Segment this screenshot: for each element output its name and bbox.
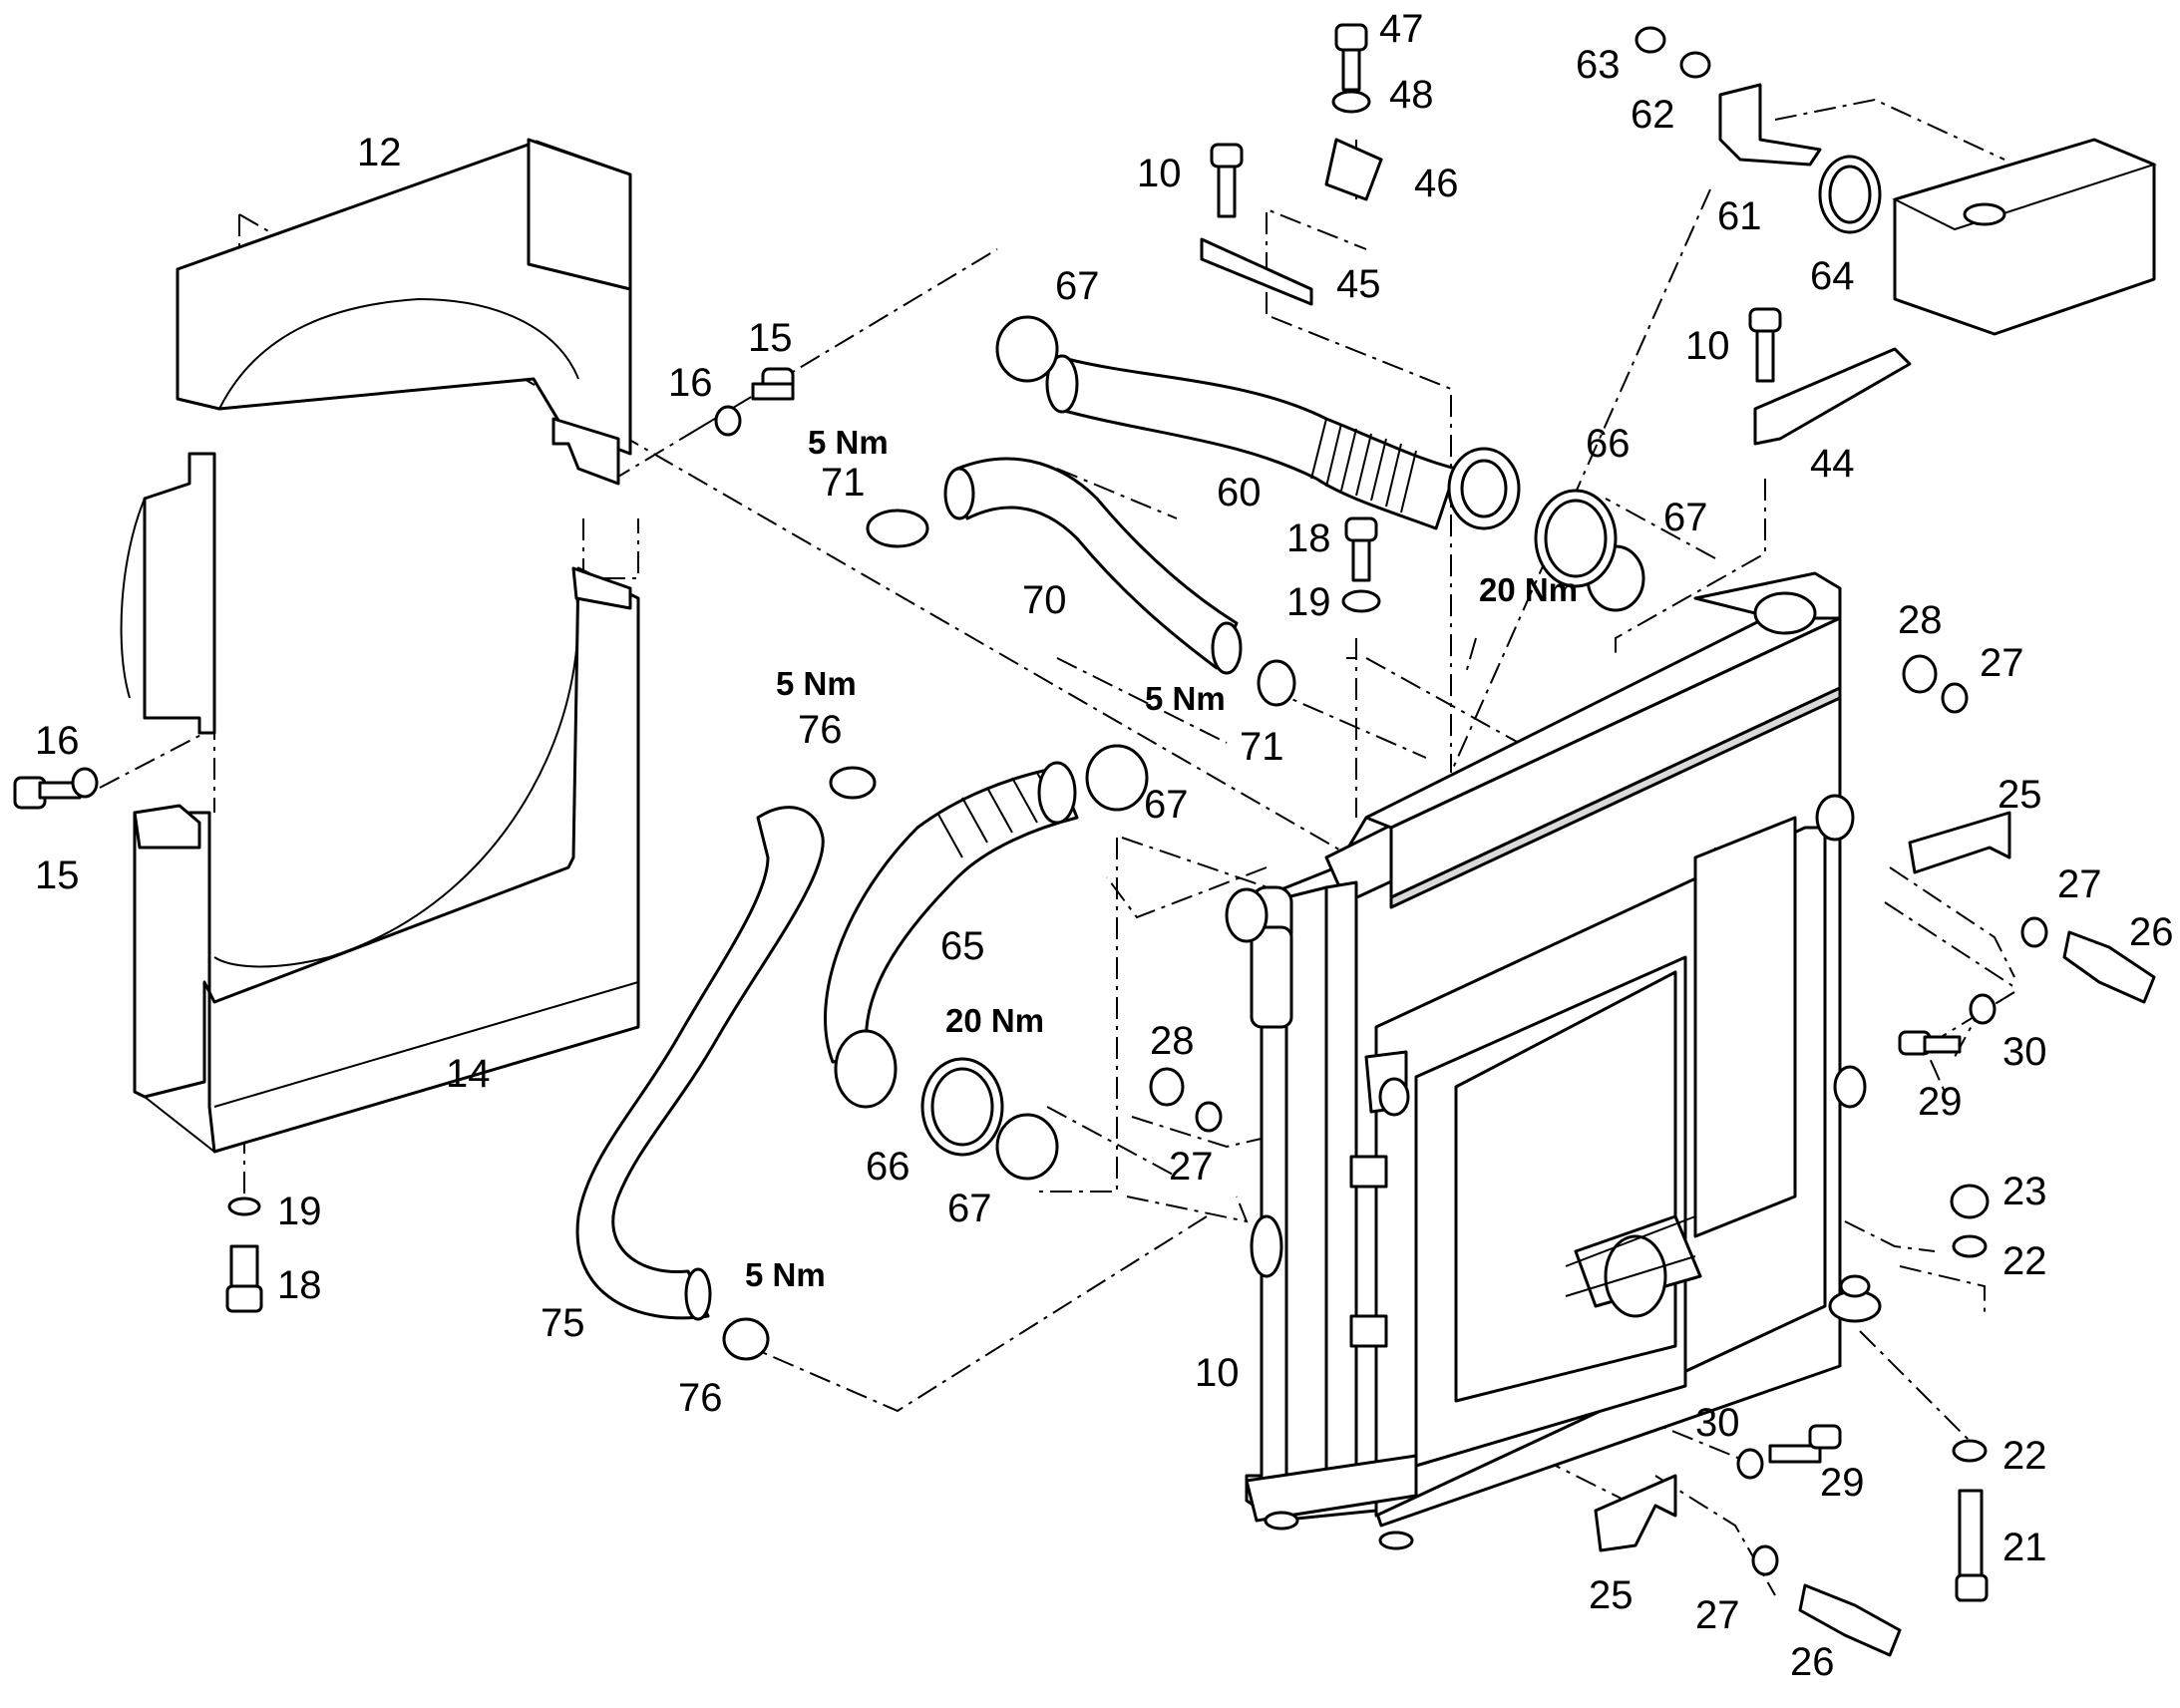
callout-22: 22 bbox=[2002, 1239, 2047, 1283]
callout-29: 29 bbox=[1918, 1080, 1963, 1124]
clamps-and-rings bbox=[722, 155, 1882, 1361]
callout-26: 26 bbox=[1790, 1640, 1835, 1684]
callout-45: 45 bbox=[1336, 262, 1381, 306]
torque-label: 20 Nm bbox=[1479, 571, 1578, 608]
callout-10: 10 bbox=[1137, 152, 1182, 195]
callout-67: 67 bbox=[947, 1187, 992, 1230]
hose-70 bbox=[943, 457, 1243, 675]
fan-shroud-lower bbox=[133, 566, 640, 1154]
callout-27: 27 bbox=[2057, 862, 2102, 906]
callout-71: 71 bbox=[821, 461, 866, 505]
callout-12: 12 bbox=[357, 131, 402, 174]
callout-18: 18 bbox=[1286, 516, 1331, 560]
callout-62: 62 bbox=[1631, 93, 1675, 137]
callout-48: 48 bbox=[1389, 73, 1434, 117]
callout-19: 19 bbox=[1286, 580, 1331, 624]
callout-46: 46 bbox=[1414, 162, 1459, 205]
callout-27: 27 bbox=[1980, 641, 2024, 685]
callout-18: 18 bbox=[277, 1263, 322, 1307]
radiator-assembly bbox=[1225, 571, 1882, 1550]
callout-71: 71 bbox=[1240, 725, 1284, 769]
callout-76: 76 bbox=[678, 1376, 723, 1420]
callout-10: 10 bbox=[1195, 1351, 1240, 1395]
hose-60 bbox=[1045, 354, 1521, 530]
callout-28: 28 bbox=[1898, 598, 1943, 642]
callout-75: 75 bbox=[541, 1301, 585, 1345]
callout-44: 44 bbox=[1810, 442, 1855, 486]
callout-64: 64 bbox=[1810, 254, 1855, 298]
callout-65: 65 bbox=[940, 924, 985, 968]
callout-66: 66 bbox=[866, 1145, 910, 1189]
callout-76: 76 bbox=[798, 708, 843, 752]
torque-label: 5 Nm bbox=[745, 1256, 826, 1293]
callout-67: 67 bbox=[1144, 783, 1189, 827]
callout-70: 70 bbox=[1022, 578, 1067, 622]
callout-15: 15 bbox=[35, 854, 80, 897]
callout-26: 26 bbox=[2129, 910, 2174, 954]
torque-label: 5 Nm bbox=[808, 424, 889, 461]
callout-29: 29 bbox=[1820, 1461, 1865, 1505]
callout-27: 27 bbox=[1695, 1593, 1740, 1637]
torque-label: 5 Nm bbox=[776, 665, 857, 702]
callout-21: 21 bbox=[2002, 1526, 2047, 1569]
torque-label: 5 Nm bbox=[1145, 680, 1226, 717]
torque-label: 20 Nm bbox=[945, 1002, 1044, 1039]
callout-15: 15 bbox=[748, 316, 793, 360]
callout-14: 14 bbox=[446, 1052, 491, 1096]
callout-16: 16 bbox=[35, 719, 80, 763]
callout-61: 61 bbox=[1717, 194, 1762, 238]
callout-30: 30 bbox=[2002, 1030, 2047, 1074]
torque-labels: 5 Nm 20 Nm 5 Nm 5 Nm 20 Nm 5 Nm bbox=[745, 424, 1578, 1293]
callout-labels: 12 14 16 15 16 15 19 18 47 48 46 10 45 6… bbox=[35, 7, 2174, 1684]
callout-10: 10 bbox=[1685, 324, 1730, 368]
callout-25: 25 bbox=[1998, 773, 2042, 817]
callout-67: 67 bbox=[1663, 496, 1708, 539]
callout-19: 19 bbox=[277, 1190, 322, 1233]
callout-67: 67 bbox=[1055, 264, 1100, 308]
callout-60: 60 bbox=[1217, 471, 1262, 514]
callout-22: 22 bbox=[2002, 1434, 2047, 1478]
callout-27: 27 bbox=[1169, 1145, 1214, 1189]
hose-75 bbox=[575, 806, 825, 1321]
callout-25: 25 bbox=[1589, 1573, 1634, 1617]
callout-66: 66 bbox=[1586, 422, 1631, 466]
fan-shroud-upper bbox=[120, 138, 632, 735]
hose-65 bbox=[824, 761, 1079, 1109]
callout-23: 23 bbox=[2002, 1170, 2047, 1213]
callout-47: 47 bbox=[1379, 7, 1424, 51]
callout-16: 16 bbox=[668, 361, 713, 405]
callout-63: 63 bbox=[1576, 43, 1621, 87]
callout-28: 28 bbox=[1150, 1019, 1195, 1063]
small-hardware bbox=[13, 23, 2157, 1657]
callout-30: 30 bbox=[1695, 1401, 1740, 1445]
